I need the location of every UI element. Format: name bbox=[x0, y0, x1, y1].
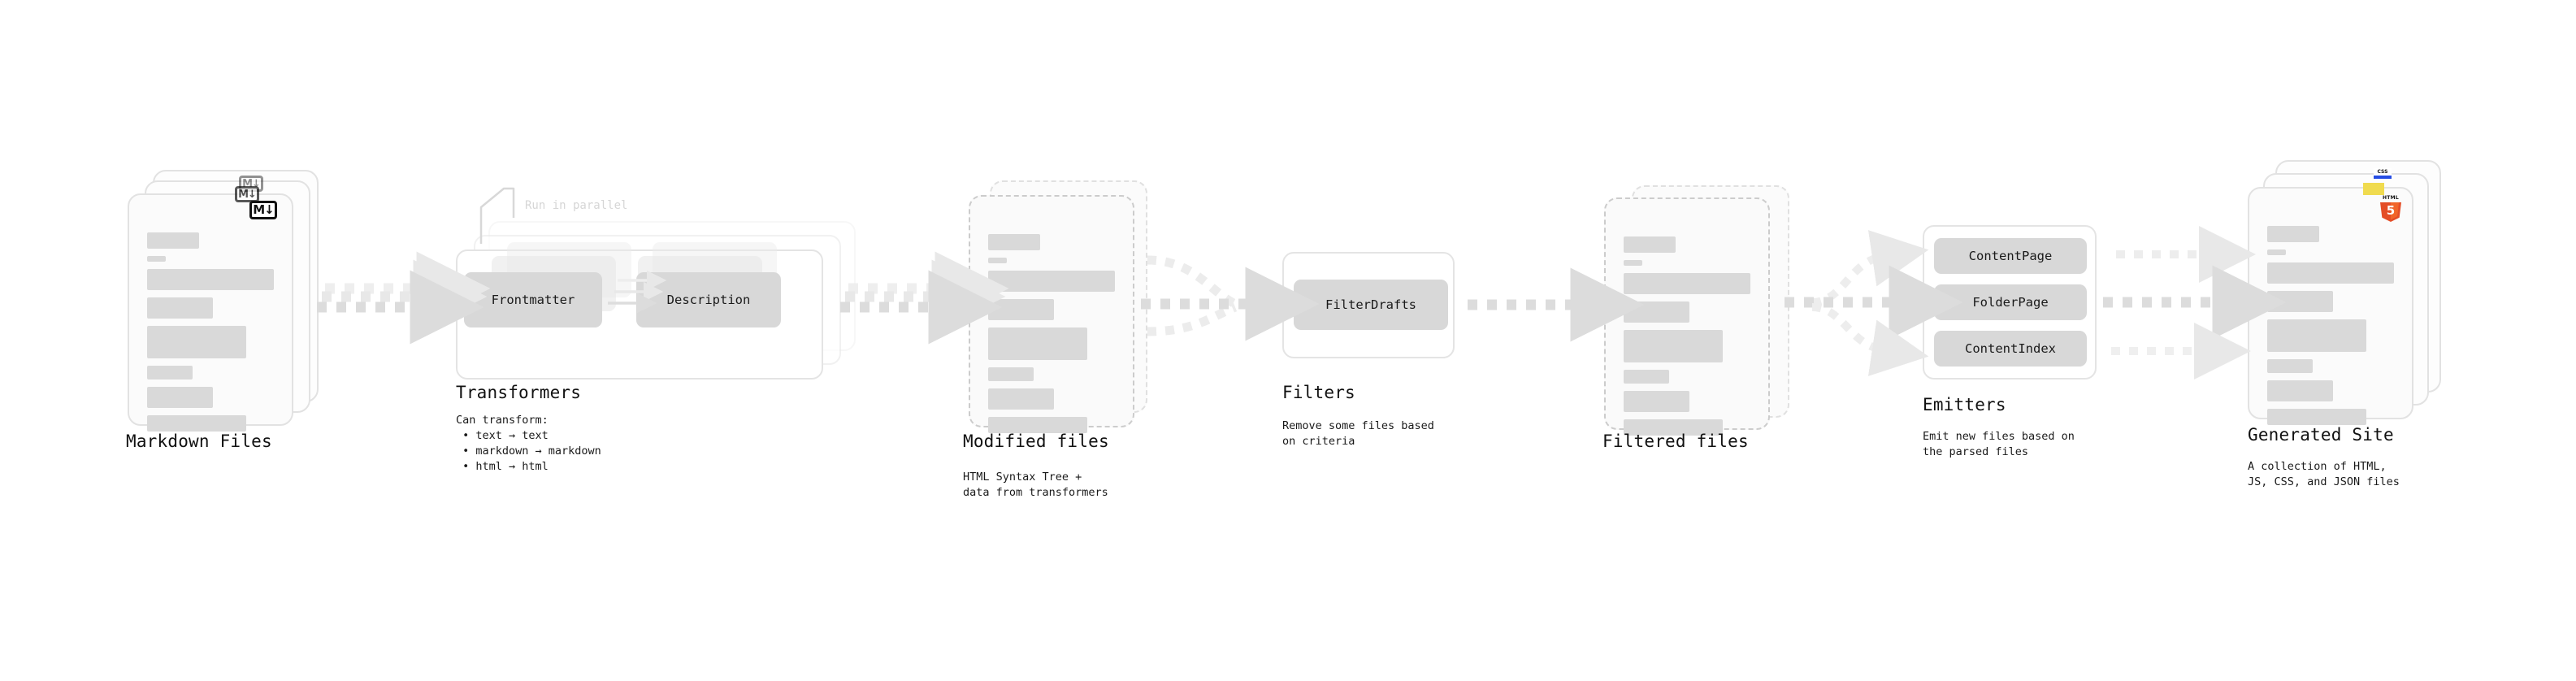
doc-bar bbox=[2267, 380, 2334, 401]
doc-bar bbox=[988, 417, 1087, 433]
doc-bar bbox=[1624, 419, 1723, 436]
html5-label: HTML bbox=[2382, 195, 2400, 201]
doc-bar bbox=[1624, 236, 1676, 253]
emitter-chip-folderpage[interactable]: FolderPage bbox=[1934, 284, 2087, 320]
filtered-file-front bbox=[1604, 197, 1770, 436]
doc-bar bbox=[988, 388, 1055, 410]
emitter-chip-contentpage[interactable]: ContentPage bbox=[1934, 238, 2087, 274]
arrow-modified-files-to-filters bbox=[1141, 255, 1320, 341]
css3-icon: CSS bbox=[2374, 168, 2392, 179]
doc-bar bbox=[1624, 260, 1642, 266]
markdown-icon: M↓ bbox=[249, 201, 277, 219]
stage-title-filters: Filters bbox=[1282, 383, 1355, 402]
doc-bar bbox=[147, 366, 193, 380]
doc-bar bbox=[1624, 330, 1723, 362]
doc-bar bbox=[147, 269, 274, 290]
stage-subtitle-generated-site: A collection of HTML, JS, CSS, and JSON … bbox=[2248, 460, 2400, 488]
markdown-icon: M↓ bbox=[235, 186, 259, 202]
doc-bar bbox=[988, 299, 1055, 320]
html5-icon: HTML 5 bbox=[2380, 195, 2401, 222]
arrow-markdown-to-transformers bbox=[317, 251, 491, 345]
html5-shield-inner bbox=[2391, 202, 2399, 220]
stage-title-generated-site: Generated Site bbox=[2248, 425, 2394, 445]
stage-title-transformers: Transformers bbox=[456, 383, 582, 402]
javascript-icon bbox=[2363, 183, 2384, 195]
doc-bar bbox=[147, 232, 199, 249]
doc-bar bbox=[2267, 359, 2314, 373]
doc-bar bbox=[988, 271, 1115, 292]
emitter-chip-contentindex[interactable]: ContentIndex bbox=[1934, 331, 2087, 367]
doc-bar bbox=[988, 234, 1040, 250]
doc-bar bbox=[2267, 249, 2286, 255]
doc-bar bbox=[1624, 391, 1690, 412]
stage-title-markdown-files: Markdown Files bbox=[126, 432, 272, 451]
doc-bar bbox=[147, 387, 214, 408]
doc-bar bbox=[1624, 301, 1690, 323]
doc-bar bbox=[2267, 291, 2334, 312]
doc-bar bbox=[147, 297, 214, 319]
doc-bar bbox=[147, 326, 246, 358]
doc-bar bbox=[147, 415, 246, 432]
arrow-emitters-to-generated-site bbox=[2103, 226, 2287, 380]
doc-bar bbox=[147, 256, 166, 262]
html5-digit: 5 bbox=[2386, 203, 2396, 218]
stage-subtitle-modified-files: HTML Syntax Tree + data from transformer… bbox=[963, 471, 1108, 499]
doc-bar bbox=[2267, 319, 2366, 352]
markdown-file-front bbox=[128, 193, 293, 432]
doc-bar bbox=[2267, 226, 2319, 242]
doc-bar bbox=[988, 327, 1087, 360]
arrow-filtered-files-to-emitters bbox=[1785, 230, 1963, 376]
doc-bar bbox=[988, 258, 1007, 263]
modified-file-front bbox=[969, 195, 1134, 433]
filter-chip-filterdrafts[interactable]: FilterDrafts bbox=[1294, 280, 1448, 330]
stage-title-filtered-files: Filtered files bbox=[1602, 432, 1749, 451]
transformer-chip-frontmatter[interactable]: Frontmatter bbox=[464, 272, 602, 327]
arrow-transformers-to-modified-files bbox=[840, 251, 1009, 345]
doc-bar bbox=[1624, 273, 1750, 294]
stage-title-modified-files: Modified files bbox=[963, 432, 1109, 451]
stage-title-emitters: Emitters bbox=[1923, 395, 2006, 414]
stage-subtitle-transformers: Can transform: • text → text • markdown … bbox=[456, 414, 601, 473]
doc-bar bbox=[988, 367, 1034, 381]
run-in-parallel-note: Run in parallel bbox=[525, 199, 628, 212]
generated-site-stack: CSS HTML 5 bbox=[0, 0, 2441, 425]
stage-subtitle-emitters: Emit new files based on the parsed files bbox=[1923, 430, 2075, 458]
transformer-chip-description[interactable]: Description bbox=[636, 272, 781, 327]
doc-bar bbox=[1624, 370, 1670, 384]
stage-subtitle-filters: Remove some files based on criteria bbox=[1282, 419, 1434, 448]
doc-bar bbox=[2267, 262, 2394, 284]
doc-bar bbox=[2267, 409, 2366, 425]
